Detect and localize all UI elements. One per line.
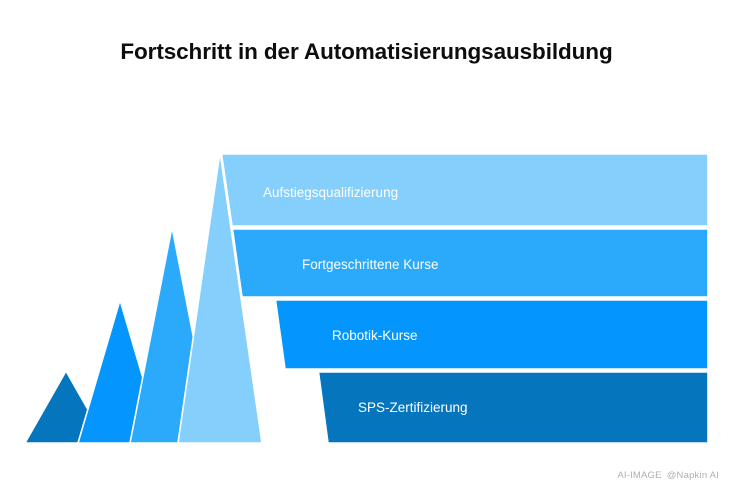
band-label-sps-zertifizierung: SPS-Zertifizierung bbox=[358, 400, 468, 415]
watermark-brand: @Napkin AI bbox=[666, 470, 719, 481]
band-shape-sps-zertifizierung[interactable] bbox=[317, 371, 709, 444]
band-sps-zertifizierung[interactable]: SPS-Zertifizierung bbox=[317, 371, 709, 444]
band-label-aufstiegsqualifizierung: Aufstiegsqualifizierung bbox=[263, 185, 398, 200]
watermark: AI-IMAGE @Napkin AI bbox=[617, 470, 719, 481]
band-shape-aufstiegsqualifizierung[interactable] bbox=[220, 153, 709, 227]
triangle-aufstiegsqualifizierung[interactable] bbox=[177, 151, 263, 444]
page-title: Fortschritt in der Automatisierungsausbi… bbox=[120, 39, 613, 64]
pyramid-level-aufstiegsqualifizierung[interactable] bbox=[177, 151, 263, 444]
watermark-tag: AI-IMAGE bbox=[617, 470, 662, 481]
band-shape-fortgeschrittene-kurse[interactable] bbox=[231, 228, 709, 298]
band-shape-robotik-kurse[interactable] bbox=[274, 299, 709, 370]
band-label-fortgeschrittene-kurse: Fortgeschrittene Kurse bbox=[302, 257, 439, 272]
band-fortgeschrittene-kurse[interactable]: Fortgeschrittene Kurse bbox=[231, 228, 709, 298]
band-label-robotik-kurse: Robotik-Kurse bbox=[332, 328, 418, 343]
band-aufstiegsqualifizierung[interactable]: Aufstiegsqualifizierung bbox=[220, 153, 709, 227]
band-robotik-kurse[interactable]: Robotik-Kurse bbox=[274, 299, 709, 370]
